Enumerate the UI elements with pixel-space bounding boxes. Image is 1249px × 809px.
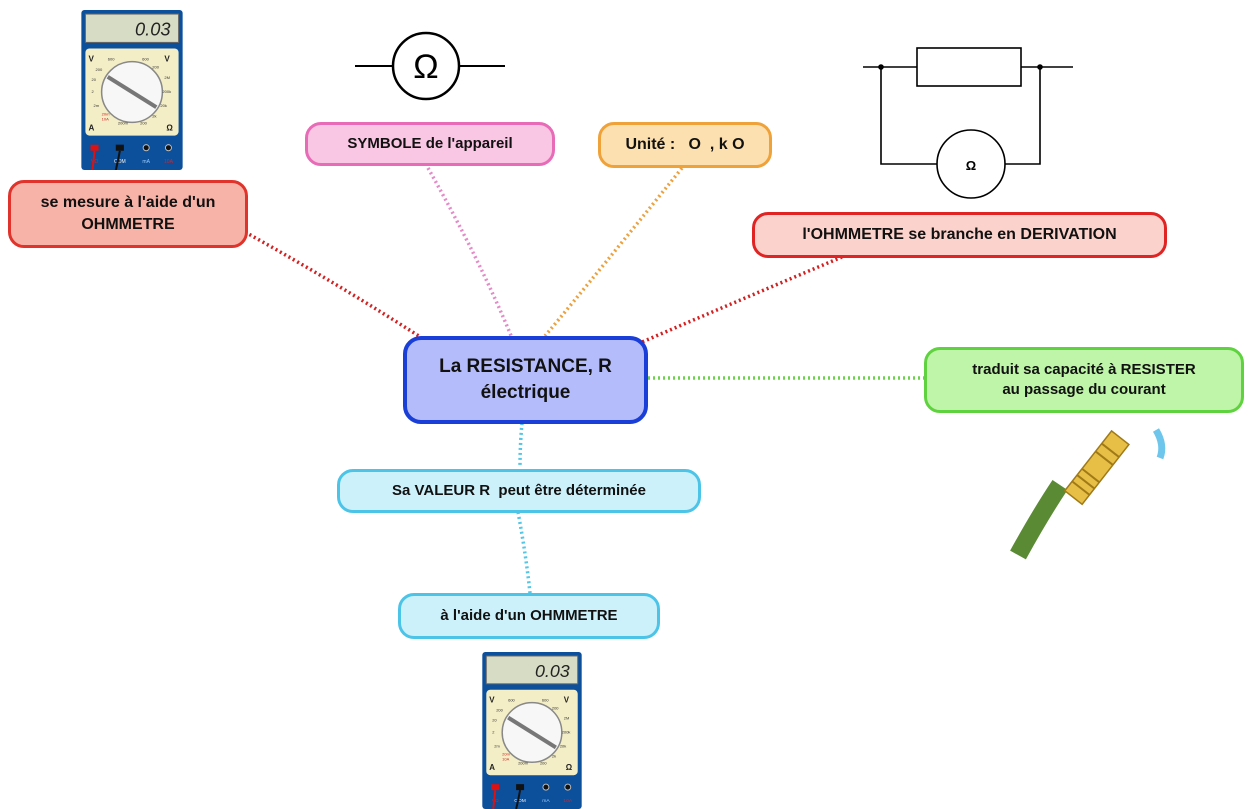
link-derivation — [634, 255, 843, 347]
multimeter-label: 200k — [162, 89, 172, 94]
central-topic-line1: La RESISTANCE, R — [439, 356, 612, 378]
multimeter-label: 10A — [502, 756, 509, 761]
node-ohmmeter-label: à l'aide d'un OHMMETRE — [440, 606, 618, 624]
omega-glyph: Ω — [413, 48, 438, 86]
multimeter-label: 200 — [96, 67, 104, 72]
central-topic[interactable]: La RESISTANCE, R électrique — [403, 336, 648, 424]
multimeter-label: mA — [142, 159, 150, 165]
node-unit[interactable]: Unité : O , k O — [598, 122, 772, 168]
node-unit-label: Unité : O , k O — [625, 136, 745, 154]
link-value — [518, 422, 524, 469]
node-value-label: Sa VALEUR R peut être déterminée — [392, 481, 646, 499]
multimeter-label: 20k — [560, 743, 566, 748]
multimeter-label: 2m — [494, 743, 500, 748]
multimeter-label: 2 — [492, 729, 494, 734]
multimeter-label: 2m — [94, 103, 100, 108]
multimeter-label: 200 — [140, 120, 148, 125]
multimeter-label: mA — [542, 798, 550, 804]
circuit-diagram: Ω — [855, 40, 1085, 202]
multimeter-label: 10A — [164, 159, 174, 165]
multimeter-label: 200 — [552, 706, 559, 711]
multimeter-label: COM — [114, 159, 126, 165]
multimeter-label: 200 — [540, 760, 547, 765]
multimeter-label: A — [88, 124, 94, 133]
node-value[interactable]: Sa VALEUR R peut être déterminée — [337, 469, 701, 513]
multimeter-label: VΩ — [91, 159, 98, 165]
node-measure-line2: OHMMETRE — [81, 216, 175, 233]
node-derivation[interactable]: l'OHMMETRE se branche en DERIVATION — [752, 212, 1167, 258]
node-meaning-line1: traduit sa capacité à RESISTER — [972, 360, 1196, 378]
node-meaning[interactable]: traduit sa capacité à RESISTER au passag… — [924, 347, 1244, 413]
ohmmeter-symbol: Ω — [355, 31, 505, 101]
multimeter-label: 20m — [102, 111, 111, 116]
multimeter-image-top: 0.03 V 600 200 20 2 2m 20m 10A A 200m 60… — [81, 10, 183, 170]
multimeter-label: 200 — [496, 708, 503, 713]
multimeter-label: 20m — [502, 751, 510, 756]
multimeter-label: 2M — [564, 716, 570, 721]
resistor — [916, 47, 1022, 87]
multimeter-label: V — [88, 55, 94, 64]
link-symbol — [426, 167, 514, 339]
multimeter-label: 2k — [552, 753, 556, 758]
multimeter-label: 200m — [518, 760, 529, 765]
node-meaning-line2: au passage du courant — [1002, 381, 1166, 398]
multimeter-label: VΩ — [492, 798, 499, 804]
multimeter-label: 2k — [152, 113, 157, 118]
multimeter-label: 20k — [160, 103, 168, 108]
multimeter-label: 600 — [108, 57, 116, 62]
multimeter-label: 600 — [542, 698, 549, 703]
circuit-omega-glyph: Ω — [966, 158, 976, 173]
node-measure-line1: se mesure à l'aide d'un — [40, 194, 216, 212]
multimeter-label: 600 — [508, 698, 515, 703]
multimeter-label: V — [164, 55, 170, 64]
multimeter-display-2: 0.03 — [535, 661, 570, 681]
link-ohmmeter — [516, 511, 532, 594]
multimeter-image-bottom: 0.03 V 600 200 20 2 2m 20m 10A A 200m 60… — [482, 652, 582, 809]
hose-image — [1010, 428, 1166, 560]
central-topic-line2: électrique — [480, 382, 571, 403]
multimeter-label: 10A — [102, 116, 110, 121]
multimeter-label: 10A — [563, 798, 573, 804]
multimeter-label: 200k — [562, 729, 571, 734]
multimeter-label: 2 — [91, 89, 94, 94]
multimeter-label: Ω — [566, 763, 573, 772]
link-measure — [244, 230, 426, 342]
multimeter-label: 2M — [164, 75, 170, 80]
node-symbol[interactable]: SYMBOLE de l'appareil — [305, 122, 555, 166]
multimeter-label: V — [489, 696, 495, 705]
multimeter-label: 200m — [118, 120, 129, 125]
multimeter-label: 600 — [142, 57, 150, 62]
node-symbol-label: SYMBOLE de l'appareil — [347, 134, 513, 152]
multimeter-label: 200 — [152, 65, 160, 70]
node-measure[interactable]: se mesure à l'aide d'un OHMMETRE — [8, 180, 248, 248]
link-unit — [543, 166, 684, 338]
multimeter-label: 20 — [492, 718, 497, 723]
multimeter-label: A — [489, 763, 495, 772]
multimeter-label: 20 — [91, 77, 96, 82]
multimeter-display: 0.03 — [135, 19, 170, 39]
multimeter-label: COM — [514, 798, 526, 804]
multimeter-label: Ω — [166, 124, 173, 133]
node-ohmmeter[interactable]: à l'aide d'un OHMMETRE — [398, 593, 660, 639]
multimeter-label: V — [564, 696, 570, 705]
node-derivation-label: l'OHMMETRE se branche en DERIVATION — [802, 226, 1117, 244]
